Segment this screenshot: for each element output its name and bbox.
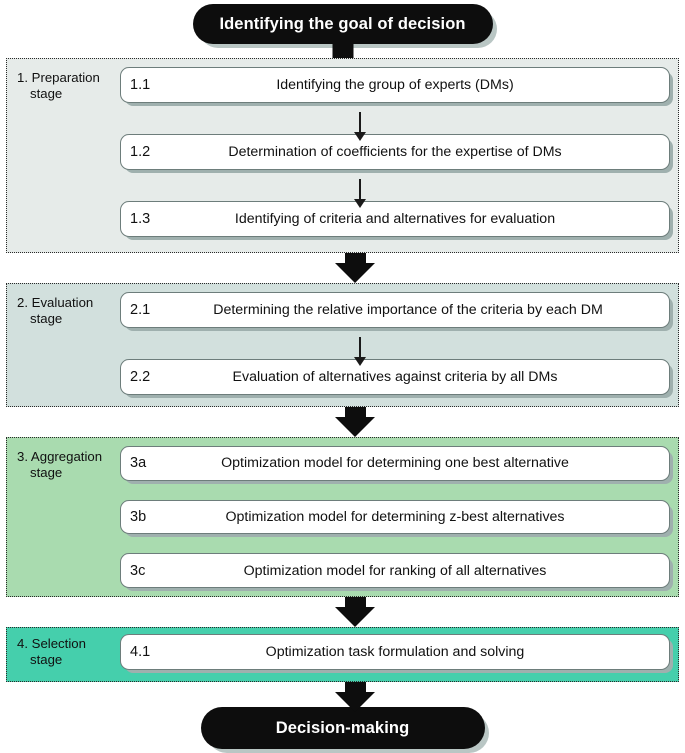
arrow-shaft xyxy=(344,682,366,692)
step-text: Determining the relative importance of t… xyxy=(213,302,603,318)
arrow-shaft xyxy=(344,407,366,417)
arrow-step-1-1-to-1-2 xyxy=(353,112,367,141)
arrow-step-2-1-to-2-2 xyxy=(353,337,367,366)
start-node-wrapper: Identifying the goal of decision xyxy=(0,4,685,44)
stage-panel-selection: 4. Selection stage 4.1 Optimization task… xyxy=(6,627,679,682)
arrow-shaft xyxy=(359,337,361,357)
stage-body-selection: 4.1 Optimization task formulation and so… xyxy=(120,628,678,681)
arrowhead-icon xyxy=(354,357,366,366)
stage-title-line2: stage xyxy=(30,651,63,667)
step-box-4-1[interactable]: 4.1 Optimization task formulation and so… xyxy=(120,634,670,670)
arrow-shaft xyxy=(344,597,366,607)
stage-panel-evaluation: 2. Evaluation stage 2.1 Determining the … xyxy=(6,283,679,407)
start-connector-stub xyxy=(332,44,353,58)
stage-label-selection: 4. Selection stage xyxy=(7,628,120,681)
step-number: 2.1 xyxy=(130,302,151,318)
step-text: Evaluation of alternatives against crite… xyxy=(232,369,558,385)
stage-body-aggregation: 3a Optimization model for determining on… xyxy=(120,438,678,596)
stage-body-evaluation: 2.1 Determining the relative importance … xyxy=(120,284,678,406)
step-number: 2.2 xyxy=(130,369,151,385)
step-text: Optimization model for determining z-bes… xyxy=(225,509,565,525)
arrowhead-icon xyxy=(335,692,375,712)
arrowhead-icon xyxy=(335,417,375,437)
step-text: Optimization model for ranking of all al… xyxy=(243,562,547,579)
stage-panel-aggregation: 3. Aggregation stage 3a Optimization mod… xyxy=(6,437,679,597)
stage-body-preparation: 1.1 Identifying the group of experts (DM… xyxy=(120,59,678,252)
step-box-3c[interactable]: 3c Optimization model for ranking of all… xyxy=(120,553,670,588)
stage-title-line2: stage xyxy=(30,464,63,480)
arrowhead-icon xyxy=(335,263,375,283)
arrowhead-icon xyxy=(354,132,366,141)
arrowhead-icon xyxy=(335,607,375,627)
arrow-stage-4-to-end xyxy=(335,682,375,712)
stage-label-evaluation: 2. Evaluation stage xyxy=(7,284,120,406)
step-number: 3a xyxy=(130,455,147,472)
step-text: Optimization model for determining one b… xyxy=(221,455,569,472)
step-number: 1.2 xyxy=(130,144,151,160)
arrowhead-icon xyxy=(354,199,366,208)
arrow-stage-2-to-3 xyxy=(335,407,375,437)
step-box-2-2[interactable]: 2.2 Evaluation of alternatives against c… xyxy=(120,359,670,395)
arrow-shaft xyxy=(359,179,361,199)
stage-title-line2: stage xyxy=(30,310,63,326)
step-number: 1.1 xyxy=(130,77,151,93)
arrow-shaft xyxy=(359,112,361,132)
step-box-1-1[interactable]: 1.1 Identifying the group of experts (DM… xyxy=(120,67,670,103)
step-number: 3c xyxy=(130,562,146,579)
step-number: 4.1 xyxy=(130,644,151,660)
stage-panel-preparation: 1. Preparation stage 1.1 Identifying the… xyxy=(6,58,679,253)
stage-title-line1: 1. Preparation xyxy=(17,70,100,85)
arrow-stage-1-to-2 xyxy=(335,253,375,283)
stage-title-line1: 2. Evaluation xyxy=(17,295,94,310)
step-text: Identifying the group of experts (DMs) xyxy=(276,77,514,93)
step-number: 1.3 xyxy=(130,211,151,227)
stage-label-preparation: 1. Preparation stage xyxy=(7,59,120,252)
arrow-shaft xyxy=(344,253,366,263)
start-node: Identifying the goal of decision xyxy=(192,4,493,44)
stage-label-aggregation: 3. Aggregation stage xyxy=(7,438,120,596)
stage-title-line1: 3. Aggregation xyxy=(17,449,103,464)
end-node-wrapper: Decision-making xyxy=(0,707,685,749)
step-box-3a[interactable]: 3a Optimization model for determining on… xyxy=(120,446,670,481)
spacer xyxy=(120,534,670,553)
step-box-3b[interactable]: 3b Optimization model for determining z-… xyxy=(120,499,670,535)
spacer xyxy=(120,328,670,359)
step-text: Determination of coefficients for the ex… xyxy=(228,144,562,160)
stage-title-line2: stage xyxy=(30,85,63,101)
spacer xyxy=(120,481,670,500)
arrow-stage-3-to-4 xyxy=(335,597,375,627)
step-number: 3b xyxy=(130,509,147,525)
step-text: Identifying of criteria and alternatives… xyxy=(234,211,556,227)
step-box-1-2[interactable]: 1.2 Determination of coefficients for th… xyxy=(120,134,670,170)
end-node: Decision-making xyxy=(200,707,485,749)
spacer xyxy=(120,170,670,201)
step-box-1-3[interactable]: 1.3 Identifying of criteria and alternat… xyxy=(120,201,670,237)
step-text: Optimization task formulation and solvin… xyxy=(265,644,525,660)
step-box-2-1[interactable]: 2.1 Determining the relative importance … xyxy=(120,292,670,328)
spacer xyxy=(120,103,670,134)
stage-title-line1: 4. Selection xyxy=(17,636,86,651)
arrow-step-1-2-to-1-3 xyxy=(353,179,367,208)
